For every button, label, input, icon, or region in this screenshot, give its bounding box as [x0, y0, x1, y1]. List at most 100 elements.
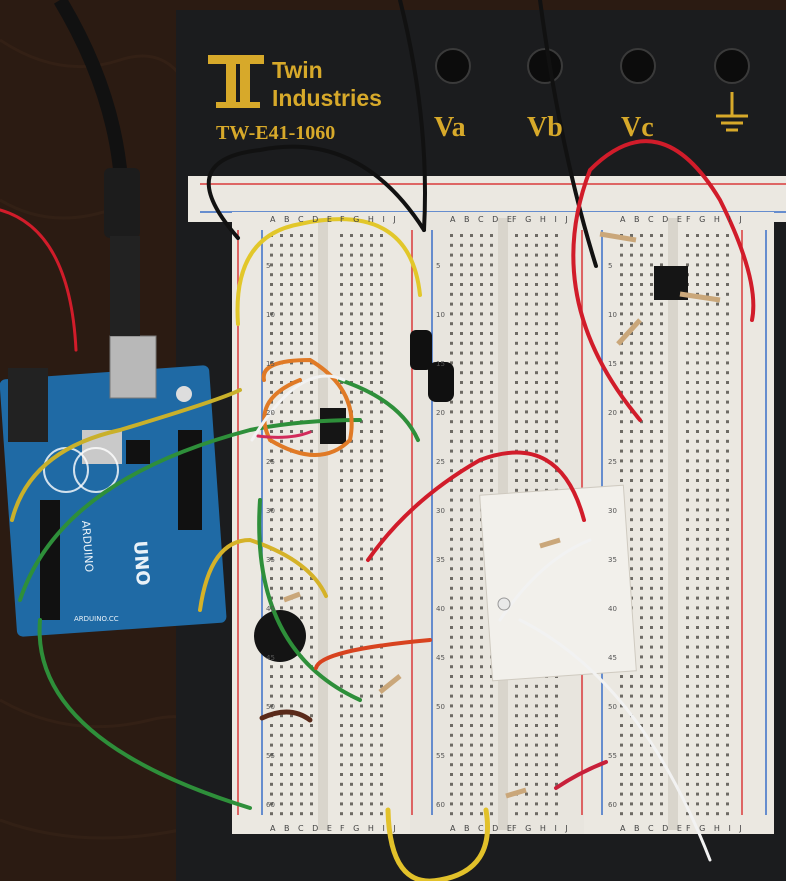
breadboard-hole	[470, 332, 473, 335]
breadboard-hole	[555, 341, 558, 345]
breadboard-hole	[360, 410, 363, 414]
breadboard-hole	[686, 655, 689, 659]
breadboard-hole	[290, 753, 293, 757]
breadboard-hole	[270, 488, 273, 492]
row-number: 25	[266, 458, 275, 466]
breadboard-hole	[716, 302, 719, 306]
breadboard-hole	[716, 606, 719, 610]
breadboard-hole	[280, 322, 283, 326]
breadboard-hole	[640, 537, 643, 541]
breadboard-hole	[716, 449, 719, 453]
breadboard-hole	[726, 586, 729, 590]
breadboard-hole	[470, 616, 473, 620]
breadboard-hole	[280, 528, 283, 531]
breadboard-hole	[270, 743, 273, 747]
breadboard-hole	[525, 753, 528, 757]
breadboard-hole	[686, 665, 689, 669]
breadboard-hole	[555, 802, 558, 806]
breadboard-hole	[380, 381, 383, 384]
breadboard-hole	[470, 449, 473, 453]
breadboard-hole	[555, 420, 558, 424]
breadboard-hole	[545, 410, 548, 414]
breadboard-hole	[340, 518, 343, 522]
breadboard-hole	[555, 351, 558, 355]
breadboard-hole	[686, 410, 689, 414]
breadboard-hole	[280, 694, 283, 698]
breadboard-hole	[340, 253, 343, 257]
breadboard-hole	[490, 253, 493, 257]
breadboard-hole	[470, 243, 473, 247]
breadboard-hole	[716, 273, 719, 277]
breadboard-hole	[630, 508, 633, 512]
breadboard-hole	[630, 449, 633, 453]
breadboard-hole	[450, 508, 453, 512]
breadboard-hole	[660, 449, 663, 453]
breadboard-hole	[290, 253, 293, 257]
breadboard-hole	[300, 743, 303, 747]
breadboard-hole	[650, 332, 653, 335]
breadboard-hole	[290, 586, 293, 590]
breadboard-hole	[525, 694, 528, 698]
breadboard-hole	[450, 753, 453, 757]
breadboard-hole	[660, 557, 663, 561]
breadboard-hole	[660, 302, 663, 306]
breadboard-hole	[686, 635, 689, 639]
breadboard-hole	[535, 381, 538, 384]
breadboard-hole	[545, 449, 548, 453]
breadboard-hole	[515, 694, 518, 698]
breadboard-hole	[515, 773, 518, 776]
breadboard-hole	[350, 537, 353, 541]
breadboard-hole	[270, 724, 273, 727]
breadboard-hole	[460, 332, 463, 335]
breadboard-hole	[270, 371, 273, 375]
breadboard-hole	[706, 675, 709, 678]
breadboard-hole	[460, 655, 463, 659]
breadboard-hole	[450, 518, 453, 522]
breadboard-hole	[630, 488, 633, 492]
breadboard-hole	[340, 733, 343, 737]
breadboard-hole	[650, 675, 653, 678]
breadboard-hole	[515, 234, 518, 237]
breadboard-hole	[470, 743, 473, 747]
breadboard-hole	[360, 675, 363, 678]
breadboard-hole	[340, 351, 343, 355]
breadboard-hole	[370, 420, 373, 424]
breadboard-hole	[660, 743, 663, 747]
breadboard-hole	[726, 655, 729, 659]
breadboard-hole	[620, 312, 623, 316]
breadboard-hole	[350, 743, 353, 747]
breadboard-hole	[650, 449, 653, 453]
terminal-hole-vb	[527, 48, 563, 84]
breadboard-hole	[726, 430, 729, 433]
breadboard-hole	[310, 400, 313, 404]
breadboard-hole	[686, 400, 689, 404]
breadboard-hole	[300, 488, 303, 492]
breadboard-hole	[660, 684, 663, 688]
breadboard-hole	[660, 596, 663, 600]
breadboard-hole	[640, 645, 643, 649]
breadboard-hole	[380, 567, 383, 571]
breadboard-hole	[290, 724, 293, 727]
breadboard-hole	[525, 351, 528, 355]
breadboard-hole	[716, 381, 719, 384]
breadboard-hole	[310, 430, 313, 433]
breadboard-hole	[350, 449, 353, 453]
breadboard-hole	[450, 488, 453, 492]
column-letters-right-bottom-3: F G H I J	[686, 824, 745, 833]
breadboard-hole	[300, 812, 303, 816]
orange-red-wire	[314, 638, 432, 670]
breadboard-hole	[515, 371, 518, 375]
breadboard-hole	[300, 243, 303, 247]
breadboard-hole	[525, 782, 528, 786]
breadboard-hole	[620, 773, 623, 776]
breadboard-hole	[640, 743, 643, 747]
breadboard-hole	[696, 763, 699, 767]
breadboard-hole	[525, 459, 528, 463]
breadboard-hole	[696, 400, 699, 404]
breadboard-hole	[545, 802, 548, 806]
breadboard-hole	[726, 606, 729, 610]
breadboard-hole	[270, 518, 273, 522]
breadboard-hole	[545, 430, 548, 433]
breadboard-hole	[370, 253, 373, 257]
breadboard-hole	[340, 665, 343, 669]
